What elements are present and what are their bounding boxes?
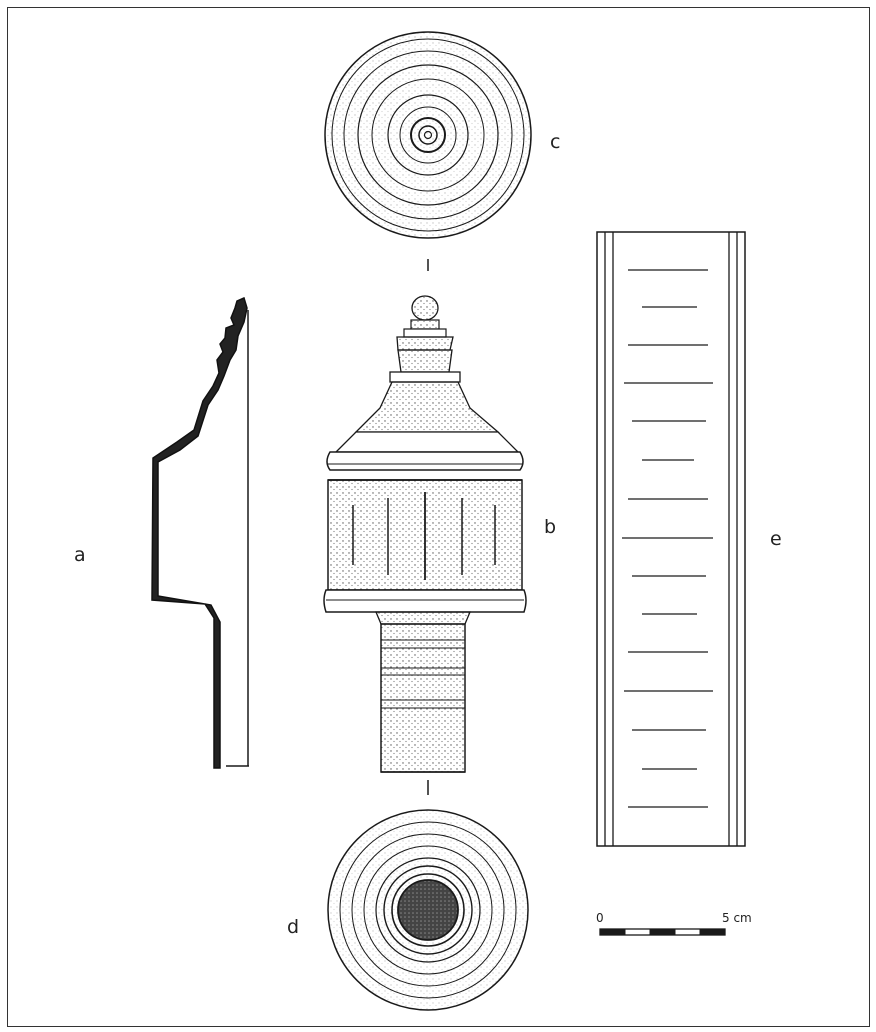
drawing-d-bottom-view xyxy=(327,809,529,1011)
scale-label-start: 0 xyxy=(596,911,604,925)
plate-frame xyxy=(7,7,870,1027)
drawing-b-elevation xyxy=(323,295,527,773)
scale-bar xyxy=(599,928,726,936)
label-d: d xyxy=(287,916,300,938)
label-c: c xyxy=(550,131,561,153)
label-a: a xyxy=(74,544,86,566)
scale-label-end: 5 cm xyxy=(722,911,752,925)
drawing-e-band xyxy=(596,231,746,847)
drawing-a-section xyxy=(151,296,249,769)
label-e: e xyxy=(770,528,782,550)
label-b: b xyxy=(544,516,557,538)
drawing-c-top-view xyxy=(324,31,532,239)
